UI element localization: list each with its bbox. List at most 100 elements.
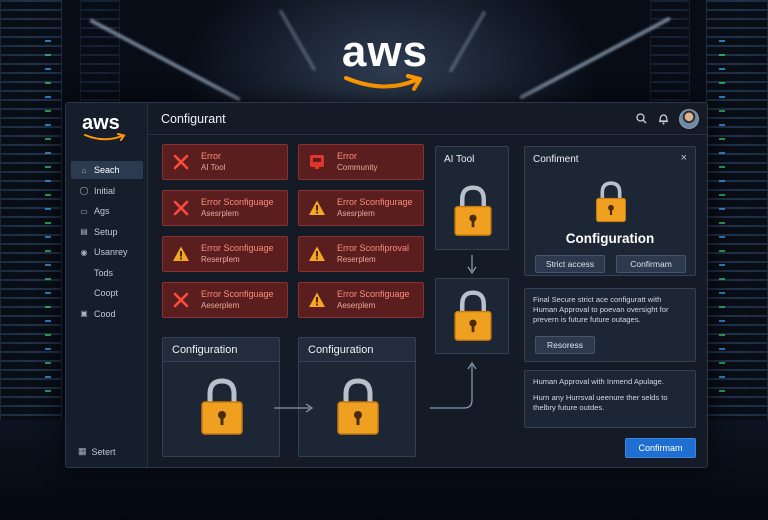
error-card[interactable]: Error Sconfiguage Aeserplem <box>162 282 288 318</box>
warning-icon <box>309 200 325 215</box>
sidebar-aws-logo[interactable]: aws <box>82 113 132 147</box>
server-rack-right <box>706 0 768 420</box>
error-title: Error <box>337 151 357 161</box>
sidebar-item-label: Coopt <box>94 288 119 298</box>
sidebar-nav: ⌂ Seach ◯ Initial ▭ Ags ▤ Setup ◉ Usanre… <box>71 161 143 325</box>
confirm-button[interactable]: Confirmam <box>616 255 686 273</box>
sidebar-item-label: Initial <box>94 185 116 196</box>
lock-step-panel[interactable] <box>435 278 509 354</box>
error-title: Error Sconfiguage <box>201 289 274 299</box>
sidebar-item-label: Setup <box>94 226 118 237</box>
warning-icon <box>309 292 325 307</box>
error-card[interactable]: Error Sconfiguage Aeserplem <box>298 282 424 318</box>
resoress-button[interactable]: Resoress <box>535 336 595 354</box>
error-subtitle: Asesrplem <box>201 209 239 218</box>
grid-icon: ▦ <box>78 446 87 456</box>
error-subtitle: Asesrplem <box>337 209 375 218</box>
info-note: Final Secure strict ace configuratt with… <box>524 288 696 362</box>
x-icon <box>173 154 189 170</box>
lock-icon <box>201 378 243 435</box>
user-icon: ◉ <box>80 247 88 257</box>
close-icon[interactable]: × <box>680 152 687 164</box>
error-card[interactable]: Error AI Tool <box>162 144 288 180</box>
sidebar-item-label: Tods <box>94 267 114 278</box>
dialog-title: Confiment <box>533 154 579 165</box>
search-icon[interactable] <box>636 113 647 124</box>
user-avatar[interactable] <box>679 109 699 129</box>
error-subtitle: Reserplem <box>337 255 376 264</box>
folder-icon: ▭ <box>80 206 88 216</box>
approval-note-line1: Human Approval with Inmend Apulage. <box>533 377 664 386</box>
approval-note: Human Approval with Inmend Apulage. Hurn… <box>524 370 696 428</box>
sidebar-item-setup[interactable]: ▤ Setup <box>71 223 143 241</box>
sidebar-item-seach[interactable]: ⌂ Seach <box>71 161 143 179</box>
lock-icon <box>454 290 492 341</box>
hero-logo-text: aws <box>341 27 429 76</box>
sidebar-item-tods[interactable]: Tods <box>71 264 143 282</box>
error-title: Error Sconfigurage <box>337 197 413 207</box>
alert-box-icon <box>310 155 324 169</box>
error-title: Error Sconfiguage <box>201 243 274 253</box>
error-card[interactable]: Error Community <box>298 144 424 180</box>
sidebar-logo-text: aws <box>82 112 120 134</box>
app-window: aws ⌂ Seach ◯ Initial ▭ Ags ▤ Setup <box>65 102 708 468</box>
strict-access-button[interactable]: Strict access <box>535 255 605 273</box>
error-subtitle: Reserplem <box>201 255 240 264</box>
home-icon: ⌂ <box>81 165 87 175</box>
smile-arrow-icon <box>84 133 126 141</box>
sidebar: aws ⌂ Seach ◯ Initial ▭ Ags ▤ Setup <box>66 103 148 467</box>
server-rack-left <box>0 0 62 420</box>
sidebar-item-initial[interactable]: ◯ Initial <box>71 182 143 200</box>
sidebar-item-cood[interactable]: ▣ Cood <box>71 305 143 323</box>
sidebar-item-ags[interactable]: ▭ Ags <box>71 202 143 220</box>
sidebar-item-label: Ags <box>94 206 110 216</box>
sidebar-item-label: Cood <box>94 308 116 319</box>
box-icon: ▣ <box>80 309 88 318</box>
sidebar-footer-label: Setert <box>91 446 116 457</box>
x-icon <box>173 200 189 216</box>
x-icon <box>173 292 189 308</box>
error-title: Error Sconfiguage <box>201 197 274 207</box>
sidebar-item-coopt[interactable]: Coopt <box>71 284 143 302</box>
panel-title: Configuration <box>299 338 415 362</box>
error-title: Error Sconfiguage <box>337 289 410 299</box>
lock-icon <box>454 185 492 236</box>
approval-note-line2: Hurn any Hurrsval ueenure ther selds to … <box>533 393 668 412</box>
footer-confirm-button[interactable]: Confirmam <box>625 438 696 458</box>
circle-icon: ◯ <box>79 186 89 195</box>
warning-icon <box>173 246 189 261</box>
dialog-heading: Configuration <box>565 231 655 246</box>
lock-icon <box>595 181 627 223</box>
warning-icon <box>309 246 325 261</box>
document-icon: ▤ <box>80 227 88 236</box>
error-card[interactable]: Error Sconfiguage Asesrplem <box>162 190 288 226</box>
error-title: Error Sconfiproval <box>337 243 410 253</box>
error-subtitle: Aeserplem <box>201 301 240 310</box>
page-title: Configurant <box>161 112 226 126</box>
flow-arrows <box>274 255 477 413</box>
rack-leds <box>719 40 725 400</box>
error-subtitle: AI Tool <box>201 163 226 172</box>
sidebar-footer-setert[interactable]: ▦ Setert <box>78 446 116 457</box>
topbar: Configurant <box>148 103 707 135</box>
configuration-panel[interactable]: Configuration <box>162 337 280 457</box>
ai-tool-panel[interactable]: AI Tool <box>435 146 509 250</box>
lock-icon <box>337 378 379 435</box>
aws-hero-logo: aws <box>330 30 440 100</box>
panel-title: AI Tool <box>444 154 475 165</box>
panel-title: Configuration <box>163 338 279 362</box>
sidebar-item-label: Usanrey <box>94 247 128 257</box>
bell-icon[interactable] <box>658 113 669 125</box>
sidebar-item-usanrey[interactable]: ◉ Usanrey <box>71 243 143 261</box>
error-subtitle: Community <box>337 163 378 172</box>
error-title: Error <box>201 151 221 161</box>
sidebar-item-label: Seach <box>94 165 120 175</box>
error-card[interactable]: Error Sconfiguage Reserplem <box>162 236 288 272</box>
rack-leds <box>45 40 51 400</box>
error-card[interactable]: Error Sconfiproval Reserplem <box>298 236 424 272</box>
smile-arrow-icon <box>344 74 422 91</box>
error-card[interactable]: Error Sconfigurage Asesrplem <box>298 190 424 226</box>
error-subtitle: Aeserplem <box>337 301 376 310</box>
info-note-text: Final Secure strict ace configuratt with… <box>533 295 669 324</box>
configuration-panel[interactable]: Configuration <box>298 337 416 457</box>
